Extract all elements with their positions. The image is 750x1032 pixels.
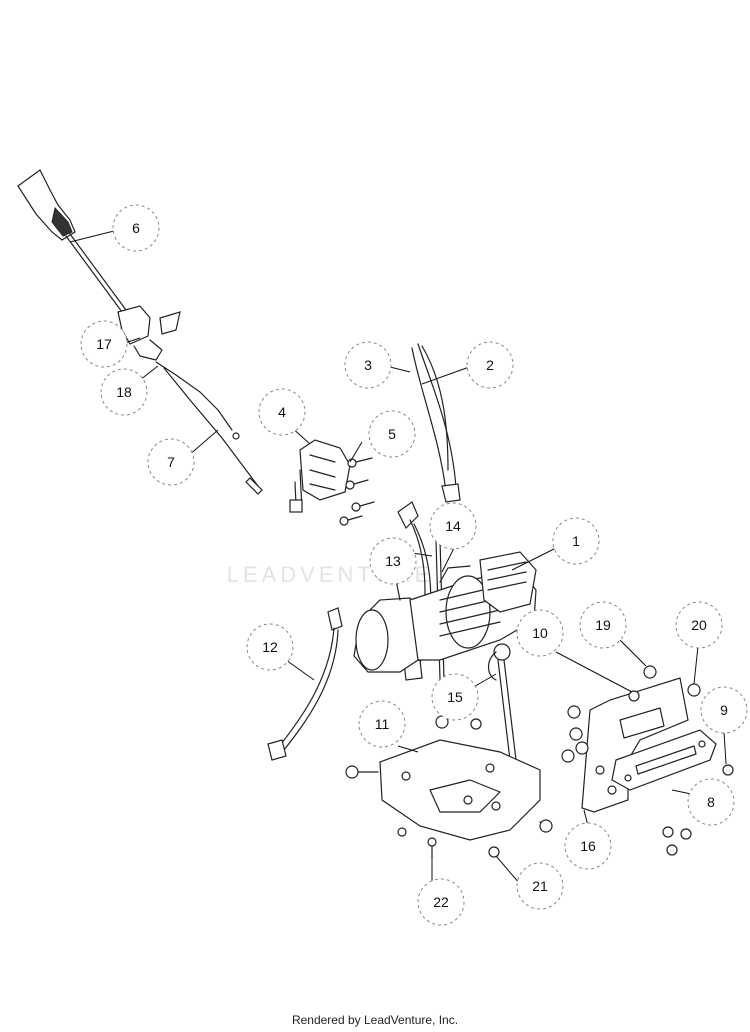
callout-label: 22 (433, 894, 449, 910)
callout-label: 8 (707, 794, 715, 810)
callout-label: 19 (595, 617, 611, 633)
callout-label: 17 (96, 336, 112, 352)
callout-19[interactable]: 19 (579, 601, 627, 649)
part-remote-handle (17, 169, 181, 361)
callout-label: 2 (486, 357, 494, 373)
part-screws (339, 457, 375, 526)
callout-13[interactable]: 13 (369, 537, 417, 585)
part-cable (267, 607, 343, 761)
callout-8[interactable]: 8 (687, 778, 735, 826)
callout-label: 6 (132, 220, 140, 236)
part-hook (487, 643, 517, 761)
callout-label: 20 (691, 617, 707, 633)
callout-1[interactable]: 1 (552, 517, 600, 565)
callout-label: 10 (532, 625, 548, 641)
callout-16[interactable]: 16 (564, 822, 612, 870)
callout-label: 21 (532, 878, 548, 894)
part-bracket (561, 677, 689, 813)
part-mounting-plate (345, 715, 553, 859)
part-cable-pair (411, 343, 461, 503)
callout-label: 16 (580, 838, 596, 854)
callout-label: 18 (116, 384, 132, 400)
callout-10[interactable]: 10 (516, 609, 564, 657)
callout-17[interactable]: 17 (80, 320, 128, 368)
callout-7[interactable]: 7 (147, 438, 195, 486)
callout-label: 5 (388, 426, 396, 442)
callout-14[interactable]: 14 (429, 502, 477, 550)
callout-2[interactable]: 2 (466, 341, 514, 389)
footer-credit: Rendered by LeadVenture, Inc. (291, 1013, 459, 1027)
part-control-cable (155, 361, 263, 495)
part-fairlead (611, 729, 717, 856)
callout-label: 15 (447, 689, 463, 705)
part-contactor (289, 439, 351, 513)
callout-21[interactable]: 21 (516, 862, 564, 910)
callout-label: 4 (278, 404, 286, 420)
callout-12[interactable]: 12 (246, 623, 294, 671)
callout-3[interactable]: 3 (344, 341, 392, 389)
callout-22[interactable]: 22 (417, 878, 465, 926)
part-winch (353, 551, 537, 673)
callout-label: 1 (572, 533, 580, 549)
callout-label: 13 (385, 553, 401, 569)
callout-5[interactable]: 5 (368, 410, 416, 458)
callout-15[interactable]: 15 (431, 673, 479, 721)
callout-label: 11 (375, 716, 390, 732)
callout-4[interactable]: 4 (258, 388, 306, 436)
callout-label: 9 (720, 702, 728, 718)
callout-20[interactable]: 20 (675, 601, 723, 649)
callout-18[interactable]: 18 (100, 368, 148, 416)
callout-6[interactable]: 6 (112, 204, 160, 252)
callout-label: 3 (364, 357, 372, 373)
callout-label: 12 (262, 639, 278, 655)
callout-label: 7 (167, 454, 175, 470)
callout-label: 14 (445, 518, 461, 534)
callout-11[interactable]: 11 (358, 700, 406, 748)
callout-9[interactable]: 9 (700, 686, 748, 734)
